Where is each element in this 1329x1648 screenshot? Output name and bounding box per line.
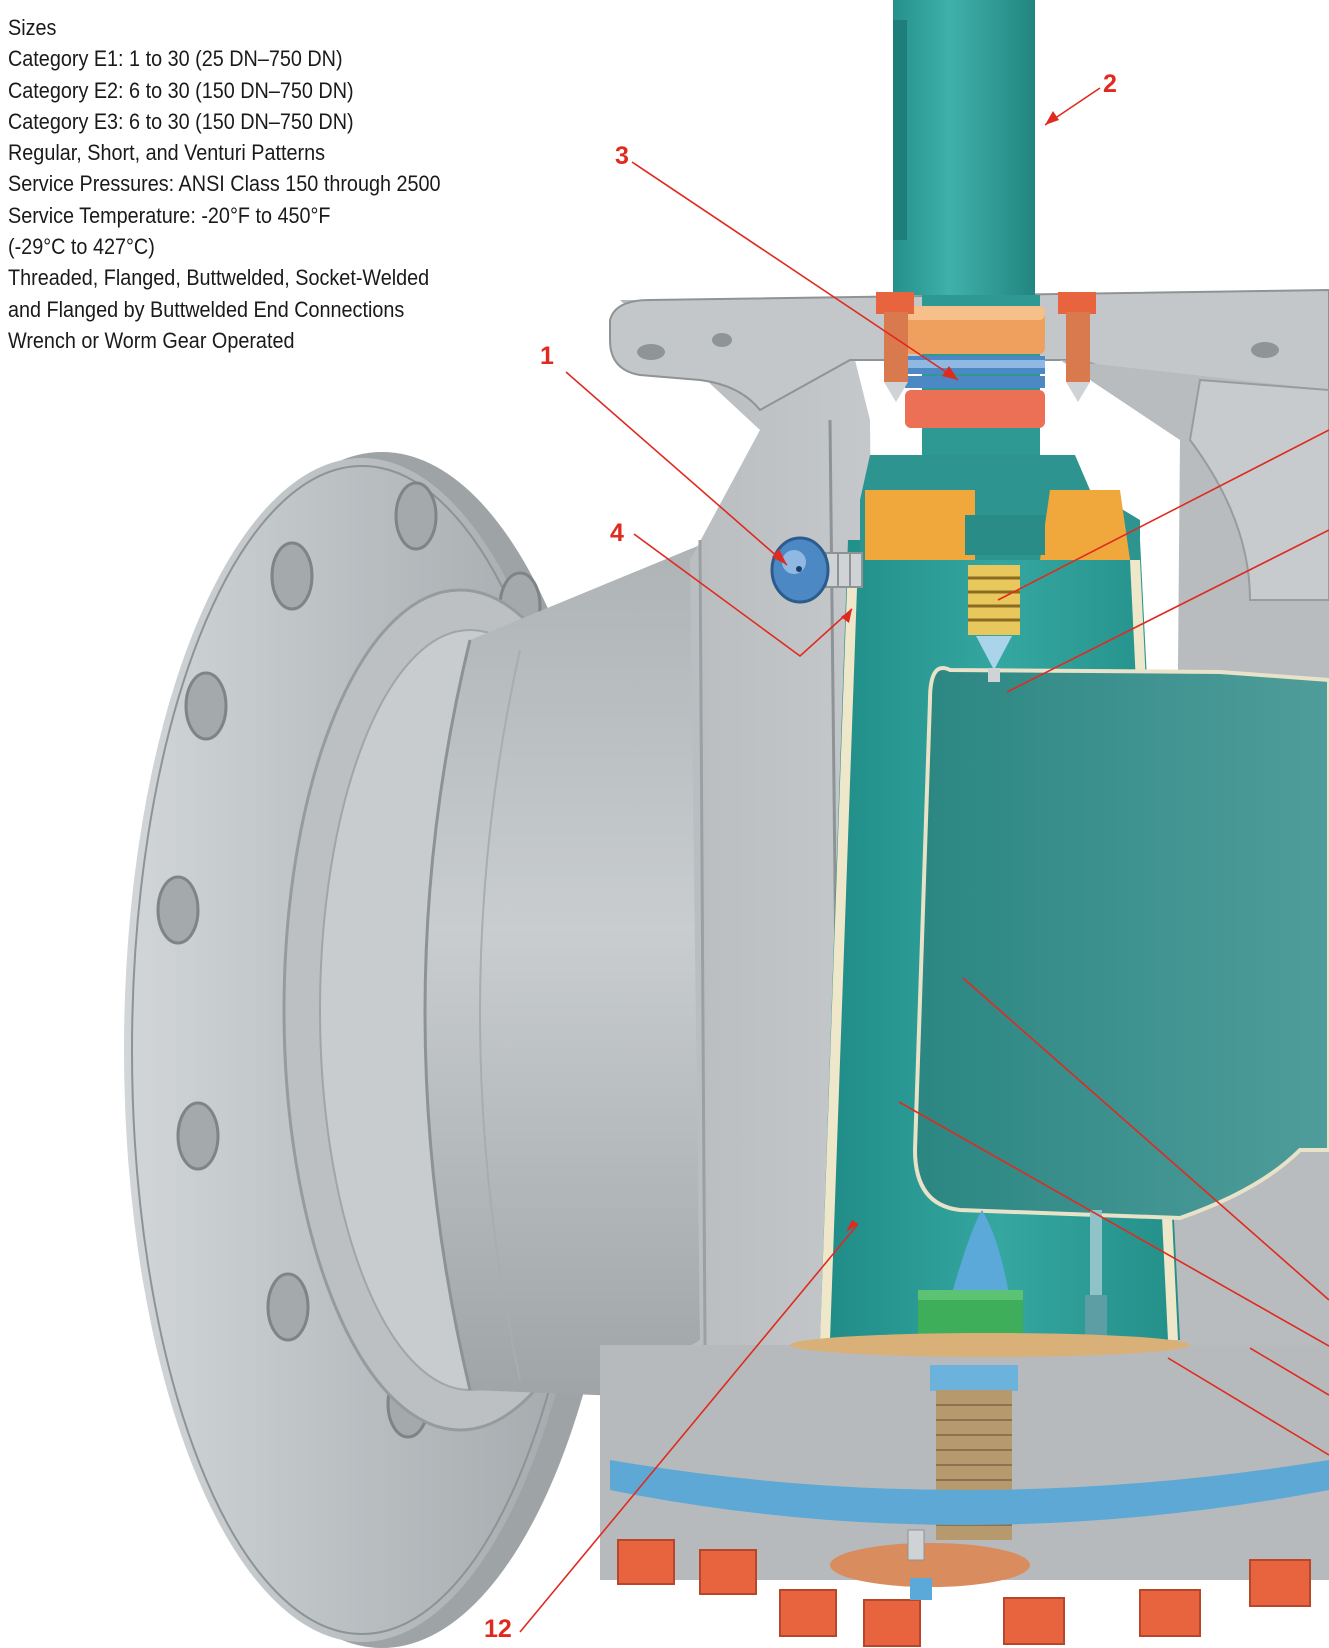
spec-line: Service Temperature: -20°F to 450°F [8,202,331,228]
leader-12 [519,1223,859,1633]
leader-3 [631,161,959,381]
valve-body [600,300,880,1560]
callout-4: 4 [610,519,624,547]
body-nozzle [425,545,720,1400]
callout-leaders [519,87,1329,1633]
specifications-text: Sizes Category E1: 1 to 30 (25 DN–750 DN… [8,12,476,356]
spec-line: Category E1: 1 to 30 (25 DN–750 DN) [8,46,343,72]
spring-check-valve [968,565,1020,682]
plug-port [912,666,1329,1221]
stem [893,0,1035,295]
spec-line: Category E2: 6 to 30 (150 DN–750 DN) [8,77,354,103]
spec-line: Wrench or Worm Gear Operated [8,327,295,353]
callout-1: 1 [540,342,554,370]
spec-line: and Flanged by Buttwelded End Connection… [8,296,405,322]
sealant-injection-fitting [770,536,863,604]
callout-3: 3 [615,142,629,170]
leader-4 [633,533,853,658]
callout-arrowheads [772,111,1059,1232]
callout-12: 12 [484,1615,512,1643]
gland-bolts [876,292,1096,402]
spec-line: Sizes [8,15,57,40]
callout-2: 2 [1103,70,1117,98]
spec-line: (-29°C to 427°C) [8,234,155,260]
bottom-bolt-nuts [617,1539,1311,1647]
spec-line: Regular, Short, and Venturi Patterns [8,140,325,166]
plug-sleeve [820,560,858,1340]
spec-line: Threaded, Flanged, Buttwelded, Socket-We… [8,265,430,291]
spec-line: Service Pressures: ANSI Class 150 throug… [8,171,441,197]
leader-1 [565,371,788,566]
spec-line: Category E3: 6 to 30 (150 DN–750 DN) [8,108,354,134]
